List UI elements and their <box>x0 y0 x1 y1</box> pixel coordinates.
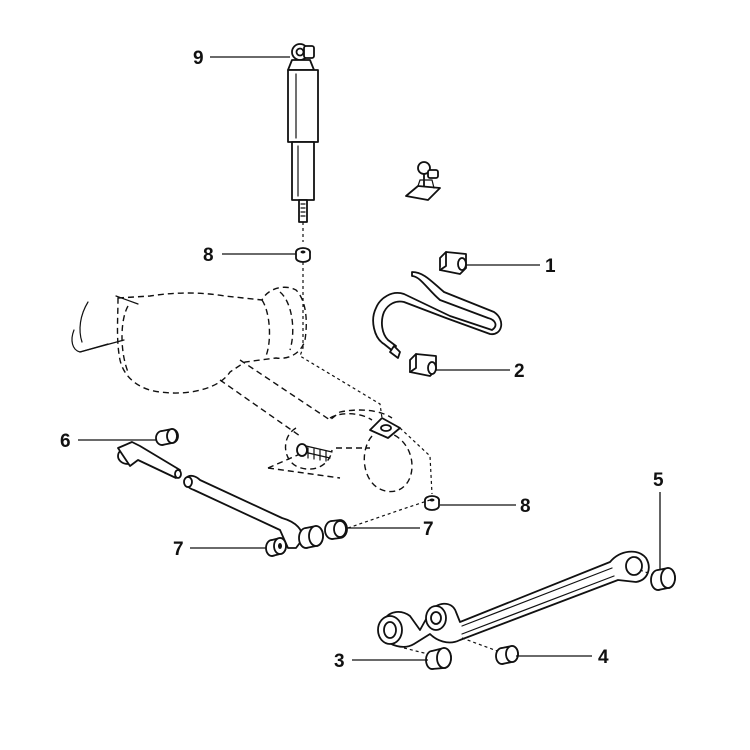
callout-2: 2 <box>514 361 525 382</box>
lateral-control-arm <box>377 550 650 648</box>
callout-5: 5 <box>653 470 664 491</box>
lower-shock-axis-line <box>399 427 433 495</box>
shock-bushing-upper <box>295 247 311 263</box>
lower-control-arm <box>183 474 304 549</box>
callout-7-right: 7 <box>423 519 434 540</box>
shock-bushing-lower <box>424 495 440 511</box>
arm-bushing-6 <box>155 428 179 446</box>
arm-bushing-7-left <box>265 537 287 557</box>
callout-8-upper: 8 <box>203 245 214 266</box>
lateral-arm-bushing-5 <box>650 567 676 591</box>
callout-9: 9 <box>193 48 204 69</box>
callout-1: 1 <box>545 256 556 277</box>
callout-7-left: 7 <box>173 539 184 560</box>
callout-3: 3 <box>334 651 345 672</box>
stabilizer-link <box>405 161 441 201</box>
driveshaft-outline <box>71 295 139 353</box>
lateral-arm-bushing-4 <box>495 645 519 665</box>
arm-axis-line-4 <box>461 637 501 653</box>
leader-lines <box>78 56 661 661</box>
arm-bushing-7-right <box>298 519 348 549</box>
callout-4: 4 <box>598 647 609 668</box>
stabilizer-bar <box>372 271 503 359</box>
shock-absorber <box>287 43 319 223</box>
stabilizer-bushing-1 <box>439 251 467 275</box>
upper-control-arm <box>117 441 182 479</box>
bushing-axis-line <box>347 499 431 529</box>
lateral-arm-bushing-3 <box>425 647 452 670</box>
rear-axle-housing-outline <box>116 286 413 493</box>
callout-6: 6 <box>60 431 71 452</box>
shock-lower-axis-line <box>299 262 383 419</box>
callout-8-lower: 8 <box>520 496 531 517</box>
stabilizer-bushing-2 <box>409 353 437 377</box>
